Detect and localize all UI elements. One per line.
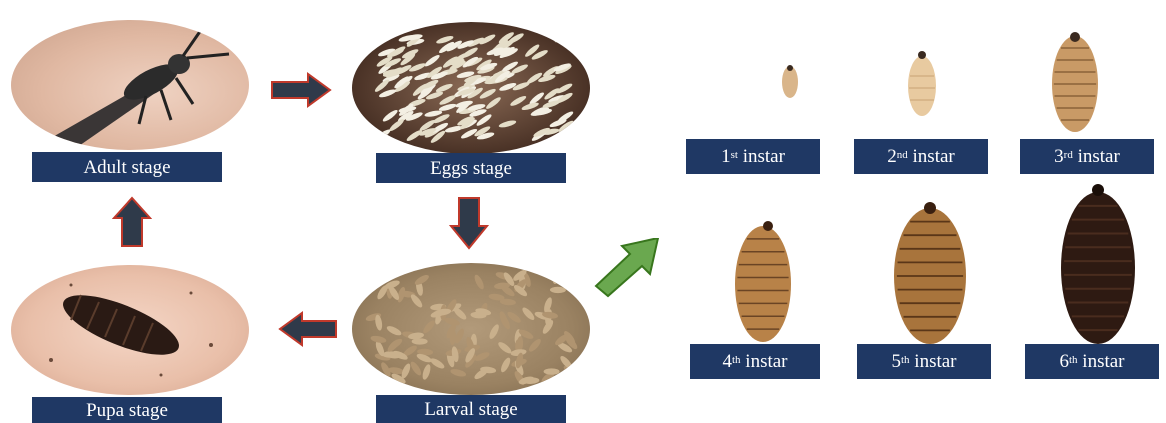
larva-texture bbox=[563, 275, 579, 290]
egg-texture bbox=[435, 82, 454, 94]
larva-texture bbox=[550, 287, 566, 294]
instar-3-larva bbox=[1047, 28, 1103, 136]
egg-texture bbox=[444, 125, 463, 134]
larva-texture bbox=[521, 306, 537, 322]
instar-6-label: 6th instar bbox=[1025, 344, 1159, 379]
larva-texture bbox=[386, 338, 402, 354]
larval-stage-label: Larval stage bbox=[376, 395, 566, 423]
larva-texture bbox=[558, 272, 575, 281]
larva-texture bbox=[429, 356, 446, 370]
larva-texture bbox=[409, 293, 424, 309]
instar-4-larva bbox=[730, 216, 796, 346]
adult-stage-label: Adult stage bbox=[32, 152, 222, 182]
arrow-left-icon bbox=[278, 311, 338, 347]
instar-2-larva bbox=[902, 46, 942, 120]
larva-texture bbox=[386, 324, 403, 337]
larvae-photo bbox=[352, 263, 590, 395]
larva-texture bbox=[409, 360, 423, 377]
eggs-stage-label: Eggs stage bbox=[376, 153, 566, 183]
arrow-down-icon bbox=[449, 196, 489, 250]
egg-texture bbox=[509, 94, 527, 107]
larva-texture bbox=[488, 323, 501, 340]
larva-texture bbox=[552, 268, 560, 285]
larva-texture bbox=[497, 340, 513, 355]
pupa-stage-label: Pupa stage bbox=[32, 397, 222, 423]
larva-texture bbox=[452, 306, 468, 322]
arrow-right-icon bbox=[270, 72, 332, 108]
instar-6-larva bbox=[1056, 180, 1140, 348]
larva-texture bbox=[560, 374, 576, 389]
larva-texture bbox=[450, 368, 467, 378]
arrow-up-icon bbox=[112, 196, 152, 248]
larva-texture bbox=[499, 356, 512, 373]
eggs-photo bbox=[352, 22, 590, 154]
green-arrow-icon bbox=[590, 238, 662, 300]
larva-texture bbox=[562, 364, 579, 377]
egg-texture bbox=[381, 108, 399, 123]
egg-texture bbox=[498, 119, 517, 129]
larva-texture bbox=[473, 274, 486, 291]
instar-5-larva bbox=[889, 198, 971, 348]
pupa-photo bbox=[11, 265, 249, 395]
egg-texture bbox=[423, 53, 441, 68]
egg-texture bbox=[553, 30, 571, 44]
egg-texture bbox=[498, 81, 517, 92]
egg-texture bbox=[374, 128, 392, 142]
larva-texture bbox=[527, 337, 543, 353]
instar-3-label: 3rd instar bbox=[1020, 139, 1154, 174]
egg-texture bbox=[485, 96, 502, 111]
larva-texture bbox=[421, 363, 432, 380]
larva-texture bbox=[544, 368, 560, 374]
egg-texture bbox=[388, 118, 405, 133]
larva-texture bbox=[421, 319, 436, 335]
instar-1-larva bbox=[776, 62, 804, 102]
larva-texture bbox=[543, 296, 554, 313]
adult-fly-photo bbox=[11, 20, 249, 150]
